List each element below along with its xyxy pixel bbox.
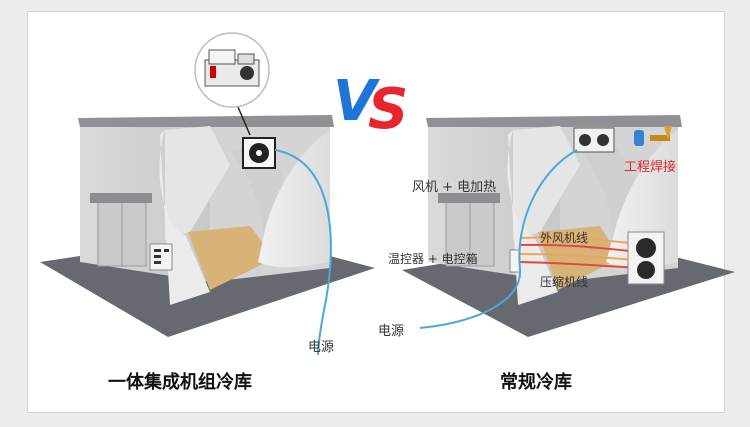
evaporator-icon: [573, 127, 615, 153]
vs-logo: V S: [333, 69, 408, 142]
right-power-line: [419, 149, 578, 329]
right-power-label: 电源: [378, 324, 405, 339]
vs-s: S: [368, 77, 408, 142]
fan-heater-label: 风机 + 电加热: [412, 180, 497, 195]
left-floor: [188, 226, 275, 290]
welding-label: 工程焊接: [624, 160, 677, 175]
thermostat-label: 温控器 + 电控箱: [388, 252, 478, 266]
fan-unit-icon: [242, 137, 276, 169]
control-panel-icon: [149, 243, 173, 271]
condensing-unit-icon: [627, 231, 665, 285]
right-caption: 常规冷库: [500, 372, 572, 393]
vs-v: V: [333, 69, 381, 134]
left-caption: 一体集成机组冷库: [108, 372, 252, 393]
right-cold-room: [402, 115, 735, 337]
right-roof: [426, 115, 682, 127]
left-cold-room: [40, 32, 375, 356]
integrated-unit-icon: [194, 32, 270, 108]
left-power-line: [274, 149, 332, 356]
compressor-line-label: 压缩机线: [540, 275, 589, 289]
left-power-label: 电源: [308, 340, 335, 355]
welding-tools-icon: [634, 126, 672, 146]
left-roof: [78, 115, 334, 127]
external-fan-line-label: 外风机线: [540, 231, 589, 245]
right-floor: [538, 226, 620, 290]
